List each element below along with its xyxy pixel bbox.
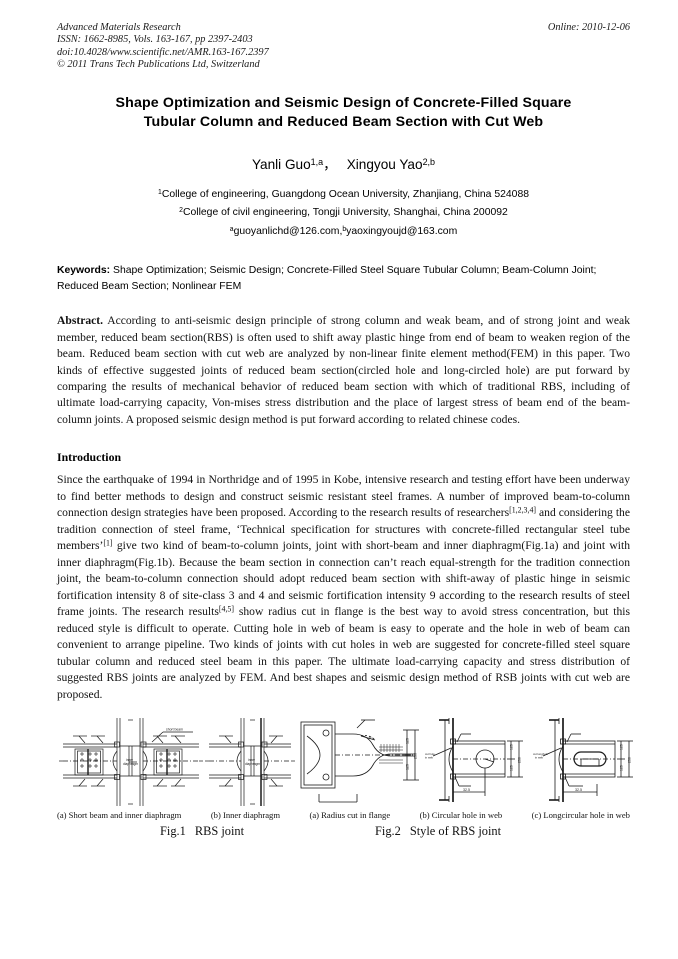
figure-caption-2a: (a) Radius cut in flange (309, 810, 391, 821)
figure-2b-dim-325: 32.5 (463, 788, 470, 792)
online-date: Online: 2010-12-06 (547, 22, 630, 33)
figure-1a-short-beam-inner-diaphragm: short beam inner diaphragm (57, 716, 203, 808)
figure-1-number: Fig.1 (160, 824, 186, 839)
figure-caption-2b: (b) Circular hole in web (419, 810, 503, 821)
affiliation-2-text: College of civil engineering, Tongji Uni… (183, 207, 508, 219)
doi-line: doi:10.4028/www.scientific.net/AMR.163-1… (57, 46, 269, 58)
abstract-text: According to anti-seismic design princip… (57, 314, 630, 426)
figure-1b-drawing: inner diaphragm (205, 718, 295, 807)
figure-1-title: RBS joint (194, 824, 245, 839)
introduction-paragraph: Since the earthquake of 1994 in Northrid… (57, 472, 630, 703)
intro-part-3: give two kind of beam-to-column joints, … (57, 539, 630, 619)
figure-2c-longcircular-hole-in-web: 125 125 250 32.5 cut longhole in web (533, 714, 643, 808)
figure-2b-dim-250: 250 (518, 757, 522, 763)
figure-2b-circular-hole-in-web: 125 125 250 32.5 cut hole in web (423, 714, 533, 808)
figure-2b-note-2: in web (425, 756, 434, 760)
figure-numbers-row: Fig.1 RBS joint Fig.2 Style of RBS joint (57, 824, 630, 844)
author-separator: ， (323, 156, 337, 172)
author-1-name: Yanli Guo (251, 156, 311, 172)
figure-2b-dim-125-top: 125 (510, 744, 514, 750)
affiliation-2: 2College of civil engineering, Tongji Un… (57, 204, 630, 223)
figure-caption-2c: (c) Longcircular hole in web (531, 810, 630, 821)
figure-1-label: Fig.1 RBS joint (160, 824, 244, 839)
journal-name: Advanced Materials Research (57, 22, 181, 33)
figure-1b-inner-diaphragm-label-1: inner (248, 758, 256, 762)
figure-1b-inner-diaphragm-label-2: diaphragm (245, 762, 260, 766)
figure-2c-dim-125-bottom: 125 (620, 765, 624, 771)
author-list: Yanli Guo1,a， Xingyou Yao2,b (57, 153, 630, 173)
figure-2b-note-1: cut hole (425, 752, 435, 756)
citation-ref-1: [1,2,3,4] (509, 505, 537, 515)
figure-captions-row: (a) Short beam and inner diaphragm (b) I… (57, 810, 630, 820)
citation-ref-2: [1] (103, 538, 113, 548)
figure-1a-inner-diaphragm-label-2: diaphragm (123, 762, 138, 766)
title-block: Shape Optimization and Seismic Design of… (57, 94, 630, 133)
affiliation-1-text: College of engineering, Guangdong Ocean … (161, 188, 530, 200)
author-1-affiliation-marker: 1,a (310, 156, 324, 167)
figure-2c-note-1: cut longhole (533, 752, 549, 756)
figure-2c-dim-250: 250 (628, 757, 632, 763)
figure-2-title: Style of RBS joint (409, 824, 502, 839)
copyright-line: © 2011 Trans Tech Publications Ltd, Swit… (57, 59, 260, 71)
figure-2a-radius-cut-in-flange: 125 125 250 R (295, 714, 423, 808)
affiliation-2-marker: 2 (179, 207, 183, 215)
author-2-affiliation-marker: 2,b (422, 156, 436, 167)
intro-part-1: Since the earthquake of 1994 in Northrid… (57, 473, 630, 520)
abstract-block: Abstract. According to anti-seismic desi… (57, 313, 630, 428)
title-line-2: Tubular Column and Reduced Beam Section … (143, 114, 544, 131)
email-2-marker: b (342, 225, 347, 233)
figure-2a-dim-125-bottom: 125 (406, 764, 410, 770)
figure-2-number: Fig.2 (375, 824, 401, 839)
affiliations: 1College of engineering, Guangdong Ocean… (57, 186, 630, 242)
title-line-1: Shape Optimization and Seismic Design of… (115, 94, 572, 111)
figure-1a-drawing: short beam inner diaphragm (59, 718, 203, 807)
figure-2c-dim-125-top: 125 (620, 744, 624, 750)
email-1: guoyanlichd@126.com, (233, 225, 343, 237)
intro-part-2: and considering the tradition connection… (57, 506, 630, 553)
figure-2b-dim-125-bottom: 125 (510, 765, 514, 771)
figure-caption-1b: (b) Inner diaphragm (210, 810, 281, 821)
figure-2c-dim-325: 32.5 (575, 788, 582, 792)
affiliation-1-marker: 1 (157, 188, 162, 196)
figure-2a-drawing: 125 125 250 R (300, 719, 419, 803)
figure-2c-note-2: in web (535, 756, 544, 760)
figure-2a-radius-label: R (369, 736, 372, 740)
masthead: Advanced Materials Research ISSN: 1662-8… (57, 22, 630, 72)
author-emails: aguoyanlichd@126.com,byaoxingyoujd@163.c… (57, 223, 630, 242)
keywords-block: Keywords: Shape Optimization; Seismic De… (57, 263, 630, 294)
citation-ref-3: [4,5] (218, 604, 234, 614)
abstract-label: Abstract. (57, 314, 104, 328)
figure-2-label: Fig.2 Style of RBS joint (375, 824, 501, 839)
email-1-marker: a (229, 225, 234, 233)
affiliation-1: 1College of engineering, Guangdong Ocean… (57, 186, 630, 205)
figure-1a-short-beam-label: short beam (166, 728, 183, 732)
section-heading-introduction: Introduction (57, 450, 122, 465)
keywords-text: Shape Optimization; Seismic Design; Conc… (57, 265, 597, 292)
author-2-name: Xingyou Yao (346, 156, 423, 172)
figure-caption-1a: (a) Short beam and inner diaphragm (57, 810, 182, 821)
intro-part-4: show radius cut in flange is the best wa… (57, 605, 630, 701)
figure-1a-inner-diaphragm-label-1: inner (126, 758, 134, 762)
figure-row: short beam inner diaphragm (57, 712, 633, 808)
issn-line: ISSN: 1662-8985, Vols. 163-167, pp 2397-… (57, 34, 253, 46)
figure-2c-drawing: 125 125 250 32.5 cut longhole in web (533, 718, 633, 803)
figure-2b-drawing: 125 125 250 32.5 cut hole in web (425, 718, 523, 803)
page-title: Shape Optimization and Seismic Design of… (71, 94, 616, 133)
figure-2a-dim-125-top: 125 (406, 738, 410, 744)
keywords-label: Keywords: (57, 265, 111, 277)
email-2: yaoxingyoujd@163.com (346, 225, 458, 237)
figure-1b-inner-diaphragm: inner diaphragm (203, 716, 295, 808)
figure-2a-dim-250: 250 (414, 753, 418, 759)
